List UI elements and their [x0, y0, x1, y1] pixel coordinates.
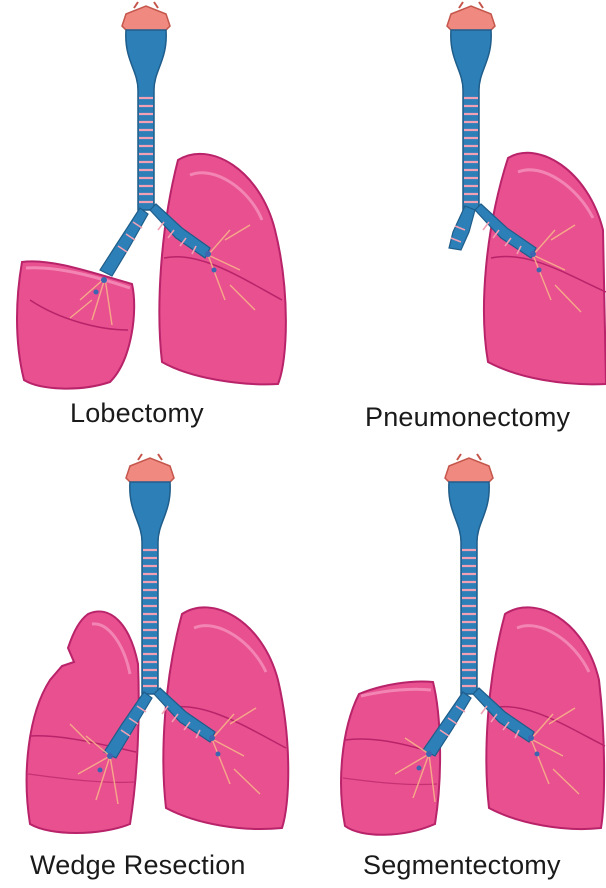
trachea: [126, 30, 166, 210]
trachea: [451, 30, 491, 210]
left-bronchus: [154, 688, 215, 742]
pneumonectomy-airway: [303, 0, 606, 400]
larynx: [447, 2, 495, 34]
panel-label-wedge-resection: Wedge Resection: [30, 850, 246, 881]
segmentectomy-airway: [303, 444, 606, 844]
right-bronchus: [104, 692, 152, 758]
larynx: [122, 2, 170, 34]
lobectomy-airway: [0, 0, 303, 400]
panel-pneumonectomy: Pneumonectomy: [303, 0, 606, 444]
panel-segmentectomy: Segmentectomy: [303, 444, 606, 888]
left-bronchus: [473, 688, 534, 742]
right-bronchus: [100, 208, 148, 276]
panel-wedge-resection: Wedge Resection: [0, 444, 303, 888]
panel-lobectomy: Lobectomy: [0, 0, 303, 444]
left-bronchus: [150, 204, 210, 258]
right-bronchus: [423, 692, 471, 756]
panel-label-lobectomy: Lobectomy: [70, 398, 204, 429]
panel-label-pneumonectomy: Pneumonectomy: [365, 402, 570, 433]
larynx: [445, 454, 493, 486]
larynx: [126, 454, 174, 486]
wedge-resection-airway: [0, 444, 303, 844]
left-bronchus: [475, 204, 536, 258]
panel-label-segmentectomy: Segmentectomy: [363, 850, 561, 881]
